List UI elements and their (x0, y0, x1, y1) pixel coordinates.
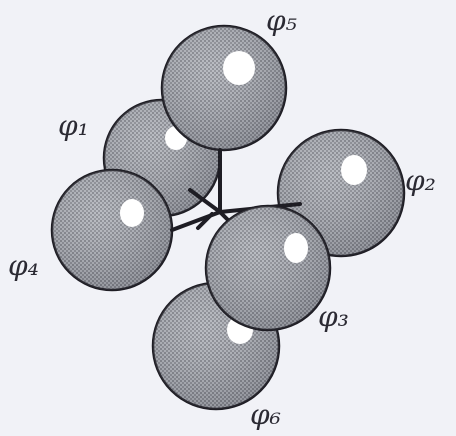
label-phi5: φ₅ (266, 4, 297, 37)
highlight-phi3 (284, 233, 308, 263)
sphere-phi3 (204, 204, 332, 332)
bond-to-phi6 (196, 212, 214, 230)
label-phi2: φ₂ (405, 164, 436, 197)
label-phi6: φ₆ (250, 398, 281, 431)
sphere-phi5 (160, 24, 288, 152)
label-phi3: φ₃ (318, 300, 349, 333)
bond-to-phi1 (188, 188, 222, 214)
highlight-phi5 (223, 51, 255, 85)
highlight-phi4 (120, 199, 144, 227)
sphere-phi4 (50, 168, 174, 292)
label-phi4: φ₄ (8, 249, 39, 282)
highlight-phi2 (341, 155, 367, 185)
label-phi1: φ₁ (58, 109, 89, 142)
